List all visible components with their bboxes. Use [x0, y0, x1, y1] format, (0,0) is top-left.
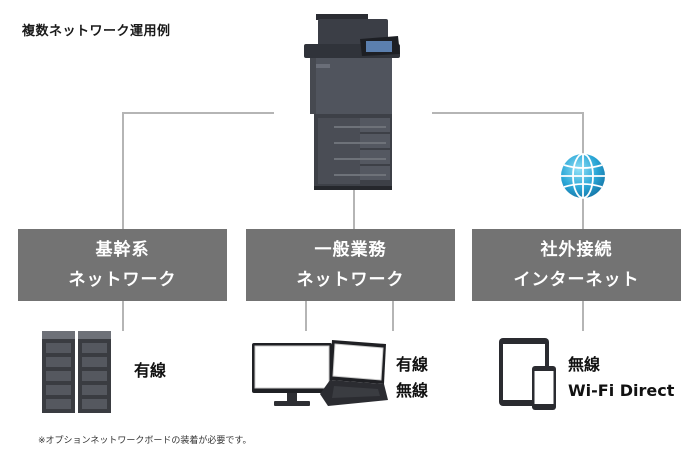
network-box-internet-line1: 社外接続 [540, 240, 613, 260]
connector-right-down [582, 301, 584, 331]
network-box-general: 一般業務 ネットワーク [246, 229, 455, 301]
connector-right-drop-lower [582, 198, 584, 229]
server-connection-label: 有線 [134, 361, 167, 380]
network-box-general-line2: ネットワーク [296, 270, 405, 290]
network-box-core: 基幹系 ネットワーク [18, 229, 227, 301]
footnote: ※オプションネットワークボードの装着が必要です。 [38, 436, 252, 446]
pc-wireless-label: 無線 [396, 381, 429, 400]
connector-left-down [122, 301, 124, 331]
network-box-general-line1: 一般業務 [314, 240, 387, 260]
smartphone-icon [532, 366, 556, 410]
desktop-monitor-icon [252, 343, 332, 406]
mobile-wifi-direct-label: Wi-Fi Direct [568, 381, 675, 400]
connector-center-down-b [392, 301, 394, 331]
page-title: 複数ネットワーク運用例 [22, 24, 171, 39]
connector-center-drop [353, 190, 355, 229]
connector-right-drop [582, 112, 584, 154]
printer-icon [304, 14, 400, 190]
connector-center-down-a [305, 301, 307, 331]
network-box-internet-line2: インターネット [513, 270, 640, 290]
network-box-internet: 社外接続 インターネット [472, 229, 681, 301]
pc-wired-label: 有線 [396, 355, 429, 374]
laptop-icon [320, 340, 388, 406]
connector-left-drop [122, 112, 124, 229]
network-box-core-line1: 基幹系 [95, 240, 150, 260]
globe-icon [561, 153, 605, 199]
connector-top-right [432, 112, 584, 114]
server-icon [42, 331, 111, 413]
mobile-wireless-label: 無線 [568, 355, 601, 374]
connector-top-left [122, 112, 274, 114]
network-box-core-line2: ネットワーク [68, 270, 177, 290]
